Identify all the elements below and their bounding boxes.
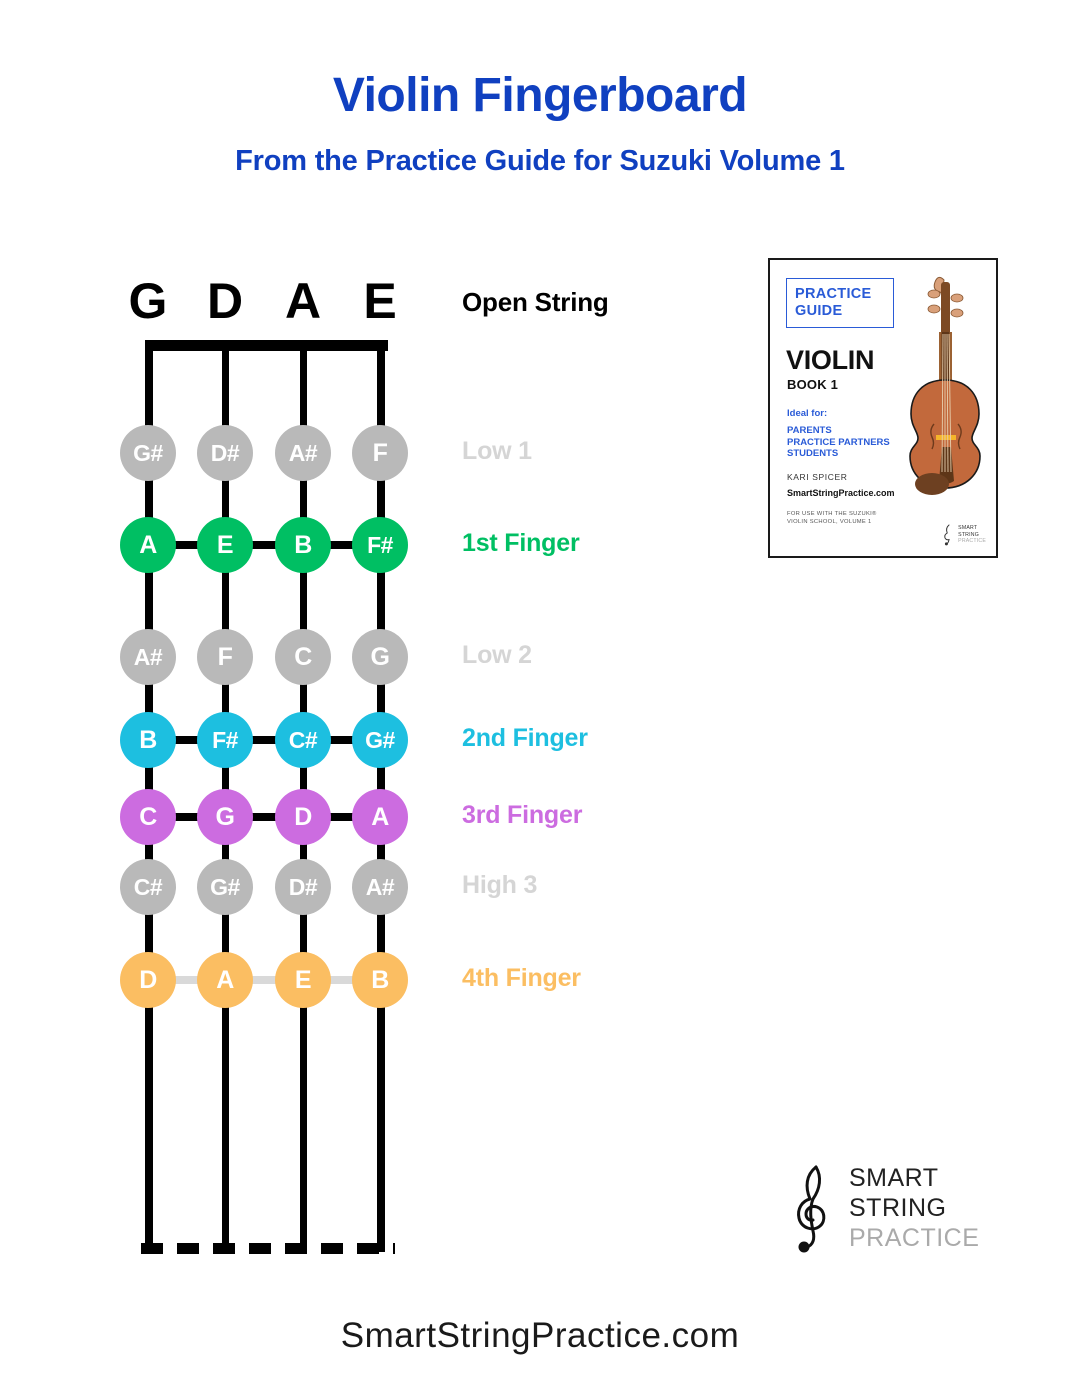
book-website: SmartStringPractice.com — [787, 488, 895, 498]
badge-line-1: PRACTICE — [795, 286, 872, 302]
note-circle[interactable]: C# — [120, 859, 176, 915]
row-label-low-2: Low 2 — [462, 641, 532, 669]
note-circle[interactable]: D — [120, 952, 176, 1008]
note-circle[interactable]: F# — [352, 517, 408, 573]
string-label-a: A — [284, 273, 322, 329]
fingerboard-bottom-edge — [141, 1243, 395, 1254]
note-circle[interactable]: B — [120, 712, 176, 768]
footer-url: SmartStringPractice.com — [340, 1316, 740, 1355]
fingerboard-nut — [148, 340, 388, 351]
book-brand-line-2: STRING — [958, 531, 979, 538]
note-circle[interactable]: B — [275, 517, 331, 573]
brand-line-1: SMART — [849, 1164, 939, 1192]
note-circle[interactable]: G# — [197, 859, 253, 915]
note-circle[interactable]: D# — [275, 859, 331, 915]
book-brand-text: SMART STRING PRACTICE — [958, 525, 986, 544]
violin-illustration — [909, 276, 981, 495]
note-circle[interactable]: C — [275, 629, 331, 685]
note-circle[interactable]: G — [197, 789, 253, 845]
treble-clef-icon — [797, 1165, 826, 1253]
note-circle[interactable]: F — [352, 425, 408, 481]
string-label-g: G — [128, 273, 168, 329]
row-connector — [148, 736, 380, 744]
book-number: BOOK 1 — [787, 377, 839, 392]
brand-line-2: STRING — [849, 1194, 947, 1222]
book-footnote: FOR USE WITH THE SUZUKI® VIOLIN SCHOOL, … — [787, 511, 877, 525]
practice-guide-book-cover[interactable]: PRACTICE GUIDE VIOLIN BOOK 1 Ideal for: … — [768, 258, 998, 558]
book-brand-line-1: SMART — [958, 525, 978, 532]
row-label-high-3: High 3 — [462, 871, 538, 899]
row-connector — [148, 813, 380, 821]
treble-clef-icon — [944, 524, 950, 546]
note-circle[interactable]: A# — [120, 629, 176, 685]
note-circle[interactable]: G# — [120, 425, 176, 481]
string-label-e: E — [363, 273, 397, 329]
note-circle[interactable]: F# — [197, 712, 253, 768]
note-circle[interactable]: E — [197, 517, 253, 573]
row-label-1st-finger: 1st Finger — [462, 529, 580, 557]
book-instrument-title: VIOLIN — [786, 345, 875, 375]
note-circle[interactable]: D# — [197, 425, 253, 481]
book-author: KARI SPICER — [787, 472, 848, 482]
page-title: Violin Fingerboard — [332, 69, 748, 122]
note-circle[interactable]: A — [352, 789, 408, 845]
note-circle[interactable]: G# — [352, 712, 408, 768]
row-label-low-1: Low 1 — [462, 437, 532, 465]
row-connector — [148, 976, 380, 984]
book-brand-logo: SMART STRING PRACTICE — [943, 524, 986, 546]
note-circle[interactable]: A# — [352, 859, 408, 915]
badge-line-2: GUIDE — [795, 303, 843, 319]
note-circle[interactable]: F — [197, 629, 253, 685]
page-subtitle: From the Practice Guide for Suzuki Volum… — [235, 145, 845, 177]
note-circle[interactable]: A# — [275, 425, 331, 481]
note-circle[interactable]: B — [352, 952, 408, 1008]
note-circle[interactable]: G — [352, 629, 408, 685]
note-circle[interactable]: A — [120, 517, 176, 573]
practice-guide-badge: PRACTICE GUIDE — [786, 278, 894, 328]
brand-logo: SMART STRING PRACTICE — [793, 1163, 979, 1253]
book-ideal-for-label: Ideal for: — [787, 408, 828, 419]
brand-logo-text: SMART STRING PRACTICE — [849, 1163, 979, 1253]
note-circle[interactable]: A — [197, 952, 253, 1008]
book-audience-list: PARENTS PRACTICE PARTNERS STUDENTS — [787, 425, 890, 459]
brand-line-3: PRACTICE — [849, 1224, 980, 1252]
book-brand-line-3: PRACTICE — [958, 538, 986, 545]
row-label-open-string: Open String — [462, 287, 609, 317]
row-label-2nd-finger: 2nd Finger — [462, 724, 588, 752]
row-connector — [148, 541, 380, 549]
row-label-4th-finger: 4th Finger — [462, 964, 581, 992]
note-circle[interactable]: D — [275, 789, 331, 845]
row-label-3rd-finger: 3rd Finger — [462, 801, 583, 829]
note-circle[interactable]: E — [275, 952, 331, 1008]
note-circle[interactable]: C — [120, 789, 176, 845]
string-label-d: D — [206, 273, 244, 329]
note-circle[interactable]: C# — [275, 712, 331, 768]
